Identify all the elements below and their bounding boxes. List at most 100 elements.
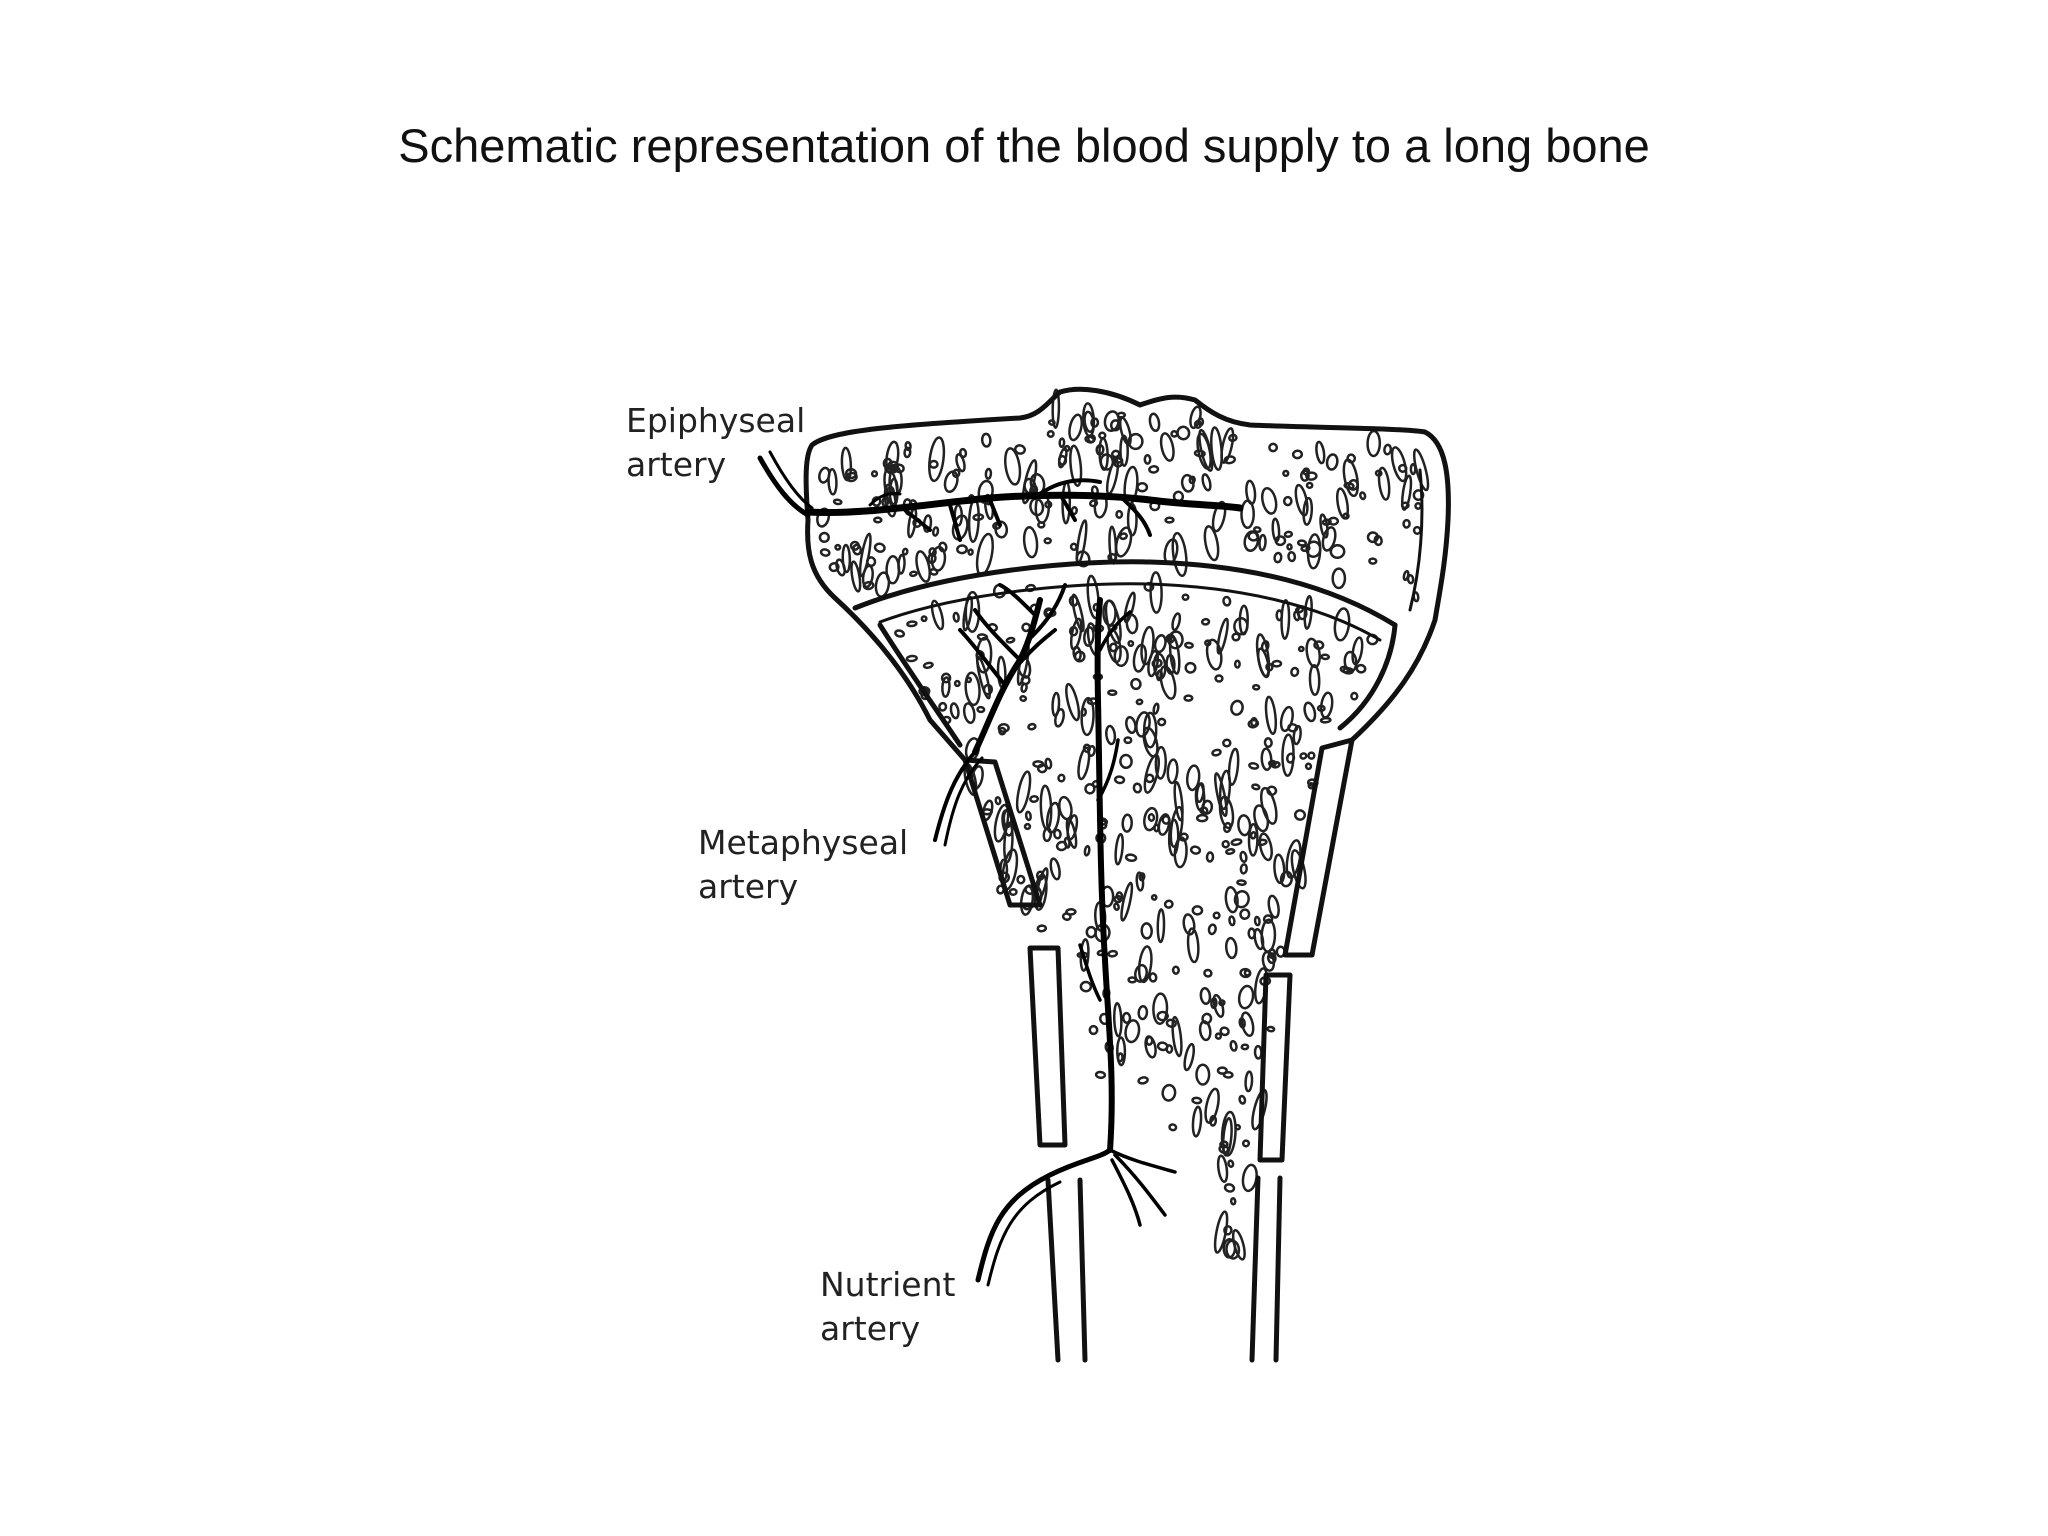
bone-pore	[1335, 487, 1350, 520]
bone-pore	[927, 552, 937, 565]
bone-pore	[1153, 634, 1167, 654]
bone-pore	[964, 590, 981, 633]
bone-pore	[952, 611, 960, 623]
bone-pore	[1181, 593, 1190, 601]
bone-pore	[1412, 525, 1422, 535]
bone-pore	[1227, 1159, 1235, 1169]
bone-pore	[885, 440, 900, 475]
bone-pore	[1057, 773, 1066, 783]
bone-pore	[1016, 874, 1026, 885]
bone-pore	[1132, 643, 1148, 673]
bone-pore	[997, 723, 1010, 733]
bone-pore	[1282, 469, 1290, 478]
bone-pore	[1013, 444, 1027, 455]
bone-pore	[1238, 1094, 1247, 1105]
bone-pore	[834, 543, 842, 551]
bone-pore	[1230, 838, 1243, 846]
bone-pore	[1220, 427, 1235, 464]
bone-pore	[1042, 827, 1053, 843]
bone-pore	[982, 683, 994, 696]
bone-pore	[967, 548, 974, 556]
bone-pore	[1125, 613, 1139, 635]
bone-pore	[1373, 534, 1383, 547]
bone-pore	[1008, 888, 1018, 896]
bone-pore	[1111, 456, 1124, 464]
right-cortex-segment-1	[1282, 737, 1355, 958]
bone-pore	[1140, 922, 1153, 940]
bone-pore	[1176, 425, 1191, 441]
bone-pore	[1137, 1004, 1149, 1021]
bone-pore	[1248, 762, 1260, 770]
bone-pore	[1291, 449, 1304, 460]
bone-pore	[1108, 642, 1118, 653]
bone-pore	[1247, 531, 1260, 542]
bone-pore	[1343, 650, 1358, 673]
nutrient-label-line1: Nutrient	[820, 1265, 955, 1304]
bone-pore	[1148, 972, 1158, 983]
bone-pore	[849, 540, 861, 551]
bone-pore	[1049, 857, 1061, 881]
bone-pore	[1124, 1019, 1141, 1044]
bone-pore	[1368, 557, 1378, 565]
bone-pore	[850, 560, 862, 593]
bone-pore	[1145, 1035, 1154, 1046]
bone-pore	[1268, 442, 1279, 453]
bone-pore	[1015, 770, 1032, 814]
metaphyseal-label-line1: Metaphyseal	[698, 823, 908, 862]
bone-pore	[1282, 495, 1293, 507]
epiphyseal-label-line2: artery	[626, 445, 726, 484]
bone-pore	[1307, 751, 1316, 760]
bone-outline	[803, 386, 1451, 1363]
bone-pore	[1171, 612, 1182, 632]
bone-pore	[1218, 769, 1232, 811]
bone-pore	[873, 542, 886, 553]
bone-pore	[1126, 502, 1138, 537]
bone-pore	[1095, 443, 1105, 456]
bone-pore	[1258, 533, 1267, 552]
bone-pore	[976, 705, 986, 714]
bone-pore	[1027, 722, 1037, 731]
bone-pore	[1200, 617, 1211, 626]
bone-pore	[1088, 1024, 1099, 1036]
bone-pore	[1292, 724, 1302, 746]
left-cortex-inner	[877, 622, 963, 748]
bone-pore	[1209, 1114, 1218, 1127]
bone-pore	[1211, 500, 1227, 533]
bone-pore	[1319, 513, 1329, 539]
bone-pore	[1191, 905, 1204, 916]
bone-pore	[1201, 473, 1212, 492]
bone-pore	[1224, 936, 1238, 960]
bone-pore	[1084, 783, 1096, 795]
bone-pore	[1105, 724, 1117, 746]
bone-pore	[1203, 525, 1220, 562]
bone-pore	[994, 796, 1002, 806]
bone-pore	[1233, 659, 1241, 669]
bone-pore	[1019, 695, 1028, 702]
growth-plate	[852, 559, 1398, 628]
bone-pore	[1125, 715, 1137, 735]
bone-pore	[1171, 531, 1188, 578]
bone-pore	[1240, 1011, 1255, 1038]
bone-pore	[1222, 738, 1232, 748]
bone-pore	[1135, 711, 1151, 738]
bone-pore	[1233, 889, 1250, 909]
bone-pore	[1043, 537, 1052, 545]
bone-pore	[1230, 699, 1244, 716]
bone-pore	[928, 436, 946, 483]
bone-pore	[1140, 625, 1155, 666]
bone-pore	[1157, 717, 1167, 727]
metaphyseal-label-line2: artery	[698, 867, 798, 906]
bone-pore	[1266, 785, 1278, 796]
bone-pore	[1253, 804, 1270, 833]
bone-pore	[975, 636, 993, 674]
bone-pore	[1293, 809, 1307, 821]
bone-pore	[1113, 775, 1126, 785]
bone-pore	[1161, 1083, 1177, 1102]
bone-pore	[1308, 663, 1321, 697]
bone-pore	[1159, 432, 1175, 462]
bone-pore	[1195, 1063, 1211, 1086]
bone-pore	[1113, 902, 1120, 911]
bone-pore	[1229, 1197, 1237, 1206]
bone-pore	[1134, 963, 1148, 983]
bone-pore	[1149, 571, 1163, 614]
